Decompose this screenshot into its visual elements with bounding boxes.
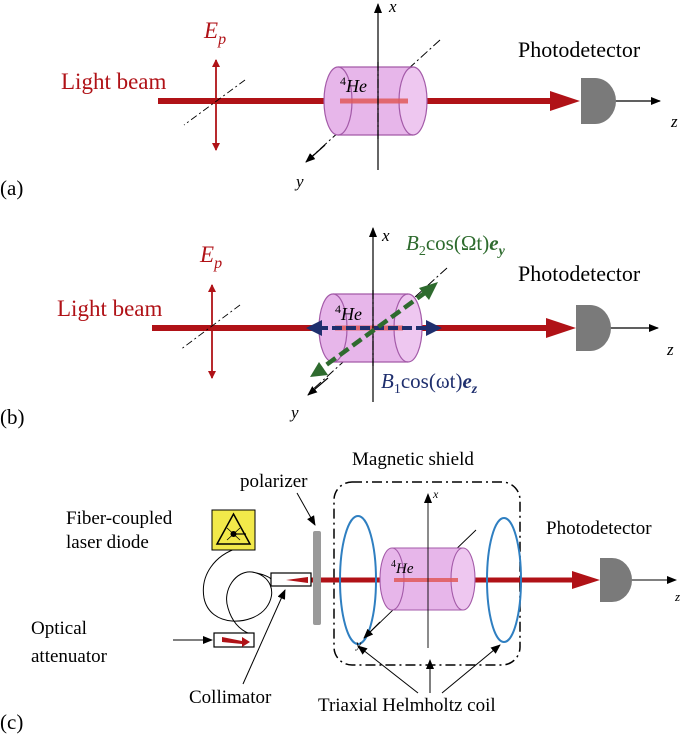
helmholtz-coil-right [486,517,522,643]
polarizer-label: polarizer [240,471,308,492]
axis-z-label: z [674,589,680,604]
light-beam-label: Light beam [61,69,166,94]
ep-label: Ep [199,242,222,272]
photodetector-label: Photodetector [546,518,652,539]
polarizer-pointer [296,492,316,526]
b1-head-left [306,320,322,336]
panel-c: (c) Magnetic shield polarizer Fiber-coup… [0,449,680,734]
photodetector-label: Photodetector [518,261,641,286]
b2-head-bottom [310,362,328,377]
b2-head-top [419,282,438,300]
cell-label: 4He [340,74,367,96]
b2-label: B2cos(Ωt)ey [406,231,506,259]
axis-y-arrow [307,377,329,396]
beam-arrowhead [572,571,600,589]
cell-label: 4He [335,302,362,324]
collimator-label: Collimator [189,687,272,708]
collimator-beam [286,577,308,583]
cell-label: 4He [391,559,414,577]
panel-tag: (a) [0,176,23,200]
panel-a: (a) Light beam Ep 4He Photodetector x y … [0,0,678,200]
panel-b: (b) Light beam Ep 4He Photodetector B2co… [0,226,674,429]
panel-tag: (c) [0,710,23,734]
photodetector-icon [576,305,611,351]
axis-x-label: x [388,0,397,16]
axis-y-arrow [305,144,326,163]
panel-tag: (b) [0,405,25,429]
polarizer-plane [179,304,241,351]
axis-y-arrow [363,621,381,639]
b1-label: B1cos(ωt)ez [381,369,478,397]
helium-cell [323,66,428,136]
b1-head-right [426,320,442,336]
b2-field-arrow [320,290,428,370]
magnetic-shield-label: Magnetic shield [352,449,474,470]
fiber-cable [202,547,273,635]
axis-x-label: x [432,487,439,501]
helmholtz-coil-left [339,515,377,645]
optical-attenuator-label-1: Optical [31,618,87,639]
ep-label: Ep [203,18,226,48]
polarizer-plane [183,79,246,126]
axis-x-label: x [381,226,390,245]
helium-cell [379,547,476,611]
photodetector-label: Photodetector [518,37,641,62]
photodetector-icon [581,78,616,124]
axis-y-label: y [294,172,304,191]
light-beam-label: Light beam [57,296,162,321]
fiber-laser-label-1: Fiber-coupled [66,508,173,529]
helmholtz-label: Triaxial Helmholtz coil [318,695,496,716]
collimator-pointer [242,589,286,685]
laser-diode-icon [211,509,256,551]
beam-arrowhead [550,91,580,111]
photodetector-icon [600,558,632,602]
polarizer-plate [313,531,321,625]
attenuator-arrow [222,637,250,647]
axis-y-label: y [355,637,362,651]
axis-z-label: z [666,340,674,359]
coil-pointer-left [357,645,419,694]
beam-arrowhead [546,318,576,338]
axis-y-label: y [289,403,299,422]
fiber-laser-label-2: laser diode [66,532,149,553]
optical-attenuator-label-2: attenuator [31,646,108,667]
axis-z-label: z [670,112,678,131]
coil-pointer-right [441,644,501,694]
